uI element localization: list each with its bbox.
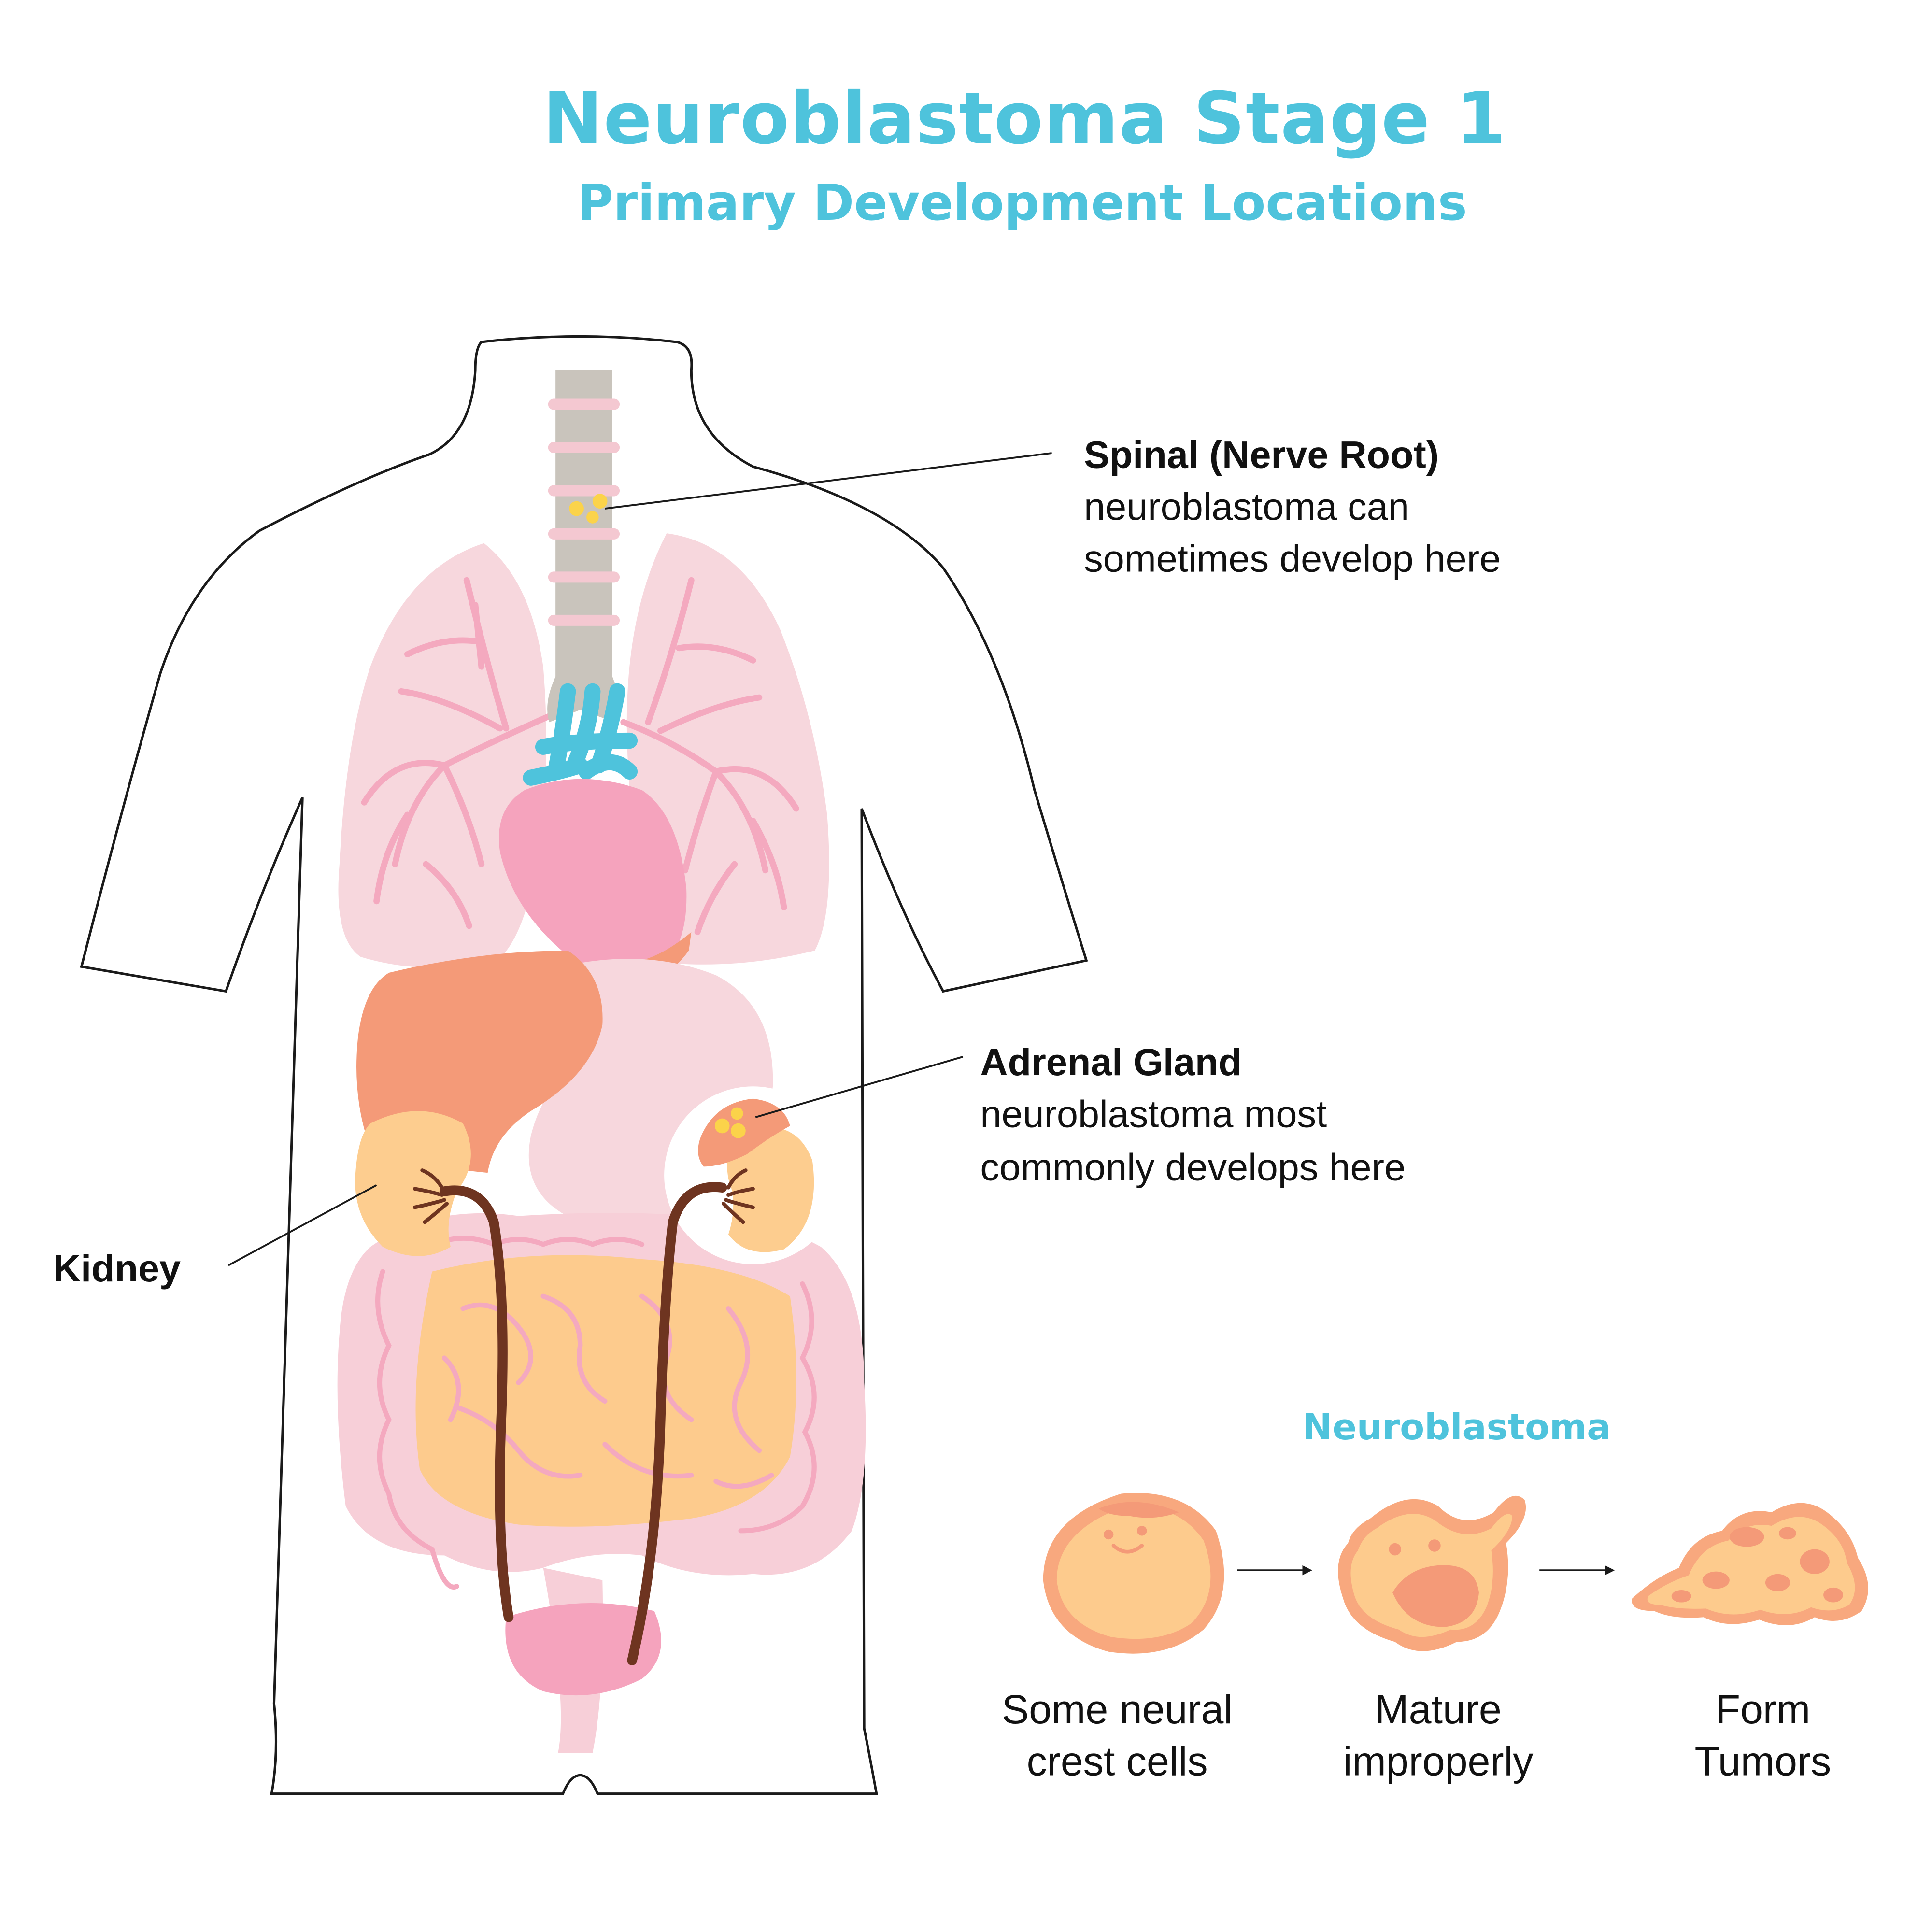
arrow-right-icon-2 (1539, 1565, 1615, 1576)
right-bronchi (620, 577, 799, 936)
left-kidney (355, 1111, 471, 1256)
small-intestine (415, 1255, 796, 1527)
process-title: Neuroblastoma (1303, 1406, 1611, 1448)
kidney-label: Kidney (53, 1247, 181, 1290)
spinal-label: Spinal (Nerve Root) (1084, 433, 1439, 476)
right-kidney (727, 1126, 814, 1252)
step-2-caption-line1: Mature (1375, 1687, 1501, 1732)
spinal-desc-line1: neuroblastoma can (1084, 485, 1409, 528)
page-subtitle: Primary Development Locations (577, 174, 1467, 232)
adrenal-desc-line2: commonly develops here (980, 1145, 1406, 1188)
spinal-desc-line2: sometimes develop here (1084, 537, 1501, 580)
kidney-callout-line (227, 1184, 377, 1266)
step-1-caption-line1: Some neural (1002, 1687, 1233, 1732)
ureters (439, 1182, 727, 1665)
vertebra-rings (548, 398, 620, 626)
adrenal-label: Adrenal Gland (980, 1040, 1241, 1083)
spine (555, 370, 612, 679)
kidney-hilum-marks (412, 1168, 755, 1224)
spinal-callout-line (605, 452, 1052, 510)
left-bronchi (361, 577, 553, 929)
arrow-right-icon (1237, 1565, 1312, 1576)
colon-haustra (375, 1236, 817, 1590)
adrenal-callout-line (755, 1056, 964, 1118)
tumor-icon (1632, 1503, 1868, 1625)
step-3-caption-line2: Tumors (1694, 1738, 1831, 1784)
step-3-caption-line1: Form (1715, 1687, 1810, 1732)
step-2-caption-line2: improperly (1343, 1738, 1534, 1784)
adrenal-desc-line1: neuroblastoma most (980, 1093, 1327, 1136)
page-title: Neuroblastoma Stage 1 (543, 76, 1506, 160)
adrenal-tumor-icon (714, 1107, 746, 1138)
heart (499, 779, 687, 979)
left-lung (338, 543, 546, 968)
spinal-tumor-icon (569, 494, 608, 524)
blood-vessels (523, 683, 638, 786)
bladder (505, 1603, 662, 1696)
immature-cell-icon (1338, 1495, 1526, 1651)
neural-crest-cell-icon (1043, 1493, 1224, 1654)
step-1-caption-line2: crest cells (1027, 1738, 1208, 1784)
